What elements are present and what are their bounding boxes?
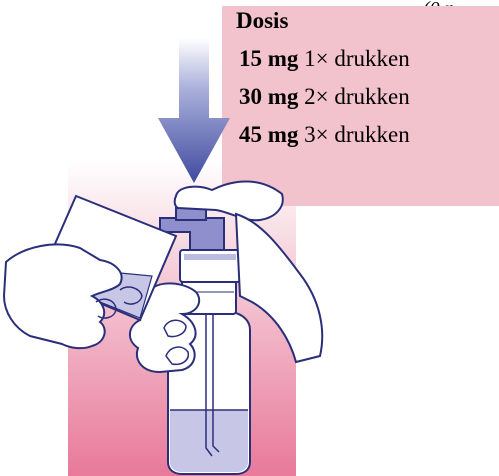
dose-action: 1× drukken [304, 46, 410, 71]
dose-amount: 45 mg [239, 122, 298, 147]
dose-row: 15 mg 1× drukken [239, 46, 410, 72]
bottle-liquid [170, 410, 248, 472]
dose-amount: 30 mg [239, 84, 298, 109]
dose-row: 45 mg 3× drukken [239, 122, 410, 148]
dose-panel: Dosis 15 mg 1× drukken 30 mg 2× drukken … [222, 6, 499, 206]
dose-action: 3× drukken [304, 122, 410, 147]
dose-amount: 15 mg [239, 46, 298, 71]
dose-row: 30 mg 2× drukken [239, 84, 410, 110]
dose-title: Dosis [236, 8, 288, 34]
dose-action: 2× drukken [304, 84, 410, 109]
